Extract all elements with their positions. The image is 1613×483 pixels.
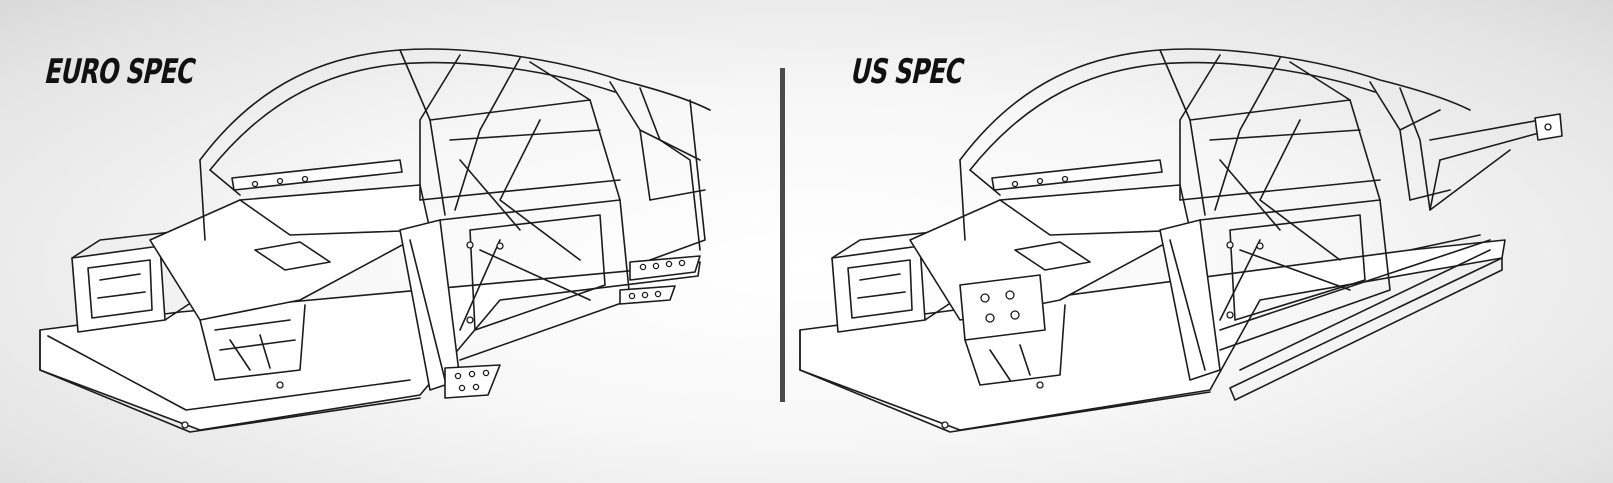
- euro-spec-chassis-drawing: [39, 48, 711, 433]
- spec-divider: [780, 68, 785, 402]
- us-spec-chassis-drawing: [799, 48, 1563, 433]
- us-spec-panel: US SPEC: [790, 0, 1613, 483]
- euro-spec-panel: EURO SPEC: [0, 0, 785, 483]
